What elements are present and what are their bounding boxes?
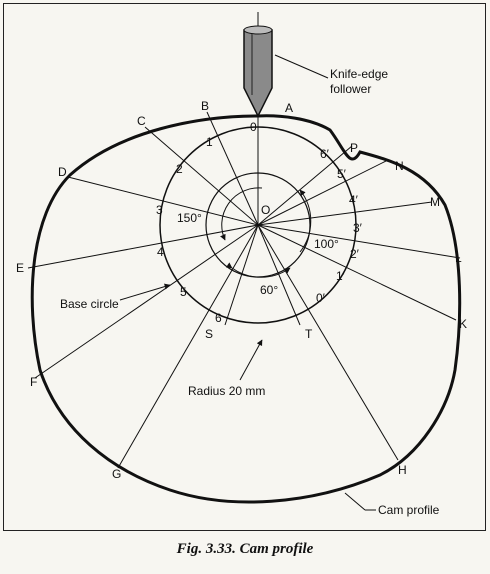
label-C: C bbox=[137, 114, 146, 128]
label-G: G bbox=[112, 467, 121, 481]
label-4-prime: 4′ bbox=[349, 193, 359, 207]
base-circle-leader bbox=[119, 283, 171, 301]
label-150: 150° bbox=[177, 211, 202, 225]
figure-caption: Fig. 3.33. Cam profile bbox=[176, 541, 314, 557]
label-cam-profile: Cam profile bbox=[378, 503, 440, 517]
label-L: L bbox=[455, 251, 462, 265]
label-1-prime: 1′ bbox=[336, 269, 346, 283]
label-6-prime: 6′ bbox=[320, 147, 330, 161]
label-4: 4 bbox=[157, 245, 164, 259]
label-60: 60° bbox=[260, 283, 278, 297]
label-F: F bbox=[30, 375, 37, 389]
arc-60 bbox=[225, 262, 291, 278]
label-follower: follower bbox=[330, 82, 371, 96]
label-H: H bbox=[398, 463, 407, 477]
label-E: E bbox=[16, 261, 24, 275]
label-base-circle: Base circle bbox=[60, 297, 119, 311]
label-D: D bbox=[58, 165, 67, 179]
cam-profile-leader bbox=[344, 492, 366, 511]
label-5-prime: 5′ bbox=[337, 167, 347, 181]
arc-150 bbox=[220, 187, 263, 241]
label-T: T bbox=[305, 327, 313, 341]
label-100: 100° bbox=[314, 237, 339, 251]
label-B: B bbox=[201, 99, 209, 113]
label-centre-O: O bbox=[261, 203, 270, 217]
label-S: S bbox=[205, 327, 213, 341]
label-3-prime: 3′ bbox=[353, 221, 363, 235]
follower-leader bbox=[274, 54, 329, 79]
label-3: 3 bbox=[156, 203, 163, 217]
label-A: A bbox=[285, 101, 293, 115]
knife-edge-follower bbox=[243, 12, 273, 118]
cam-profile-curve bbox=[30, 114, 462, 504]
label-P: P bbox=[350, 141, 358, 155]
label-6: 6 bbox=[215, 311, 222, 325]
label-N: N bbox=[395, 159, 404, 173]
label-0-prime: 0′ bbox=[316, 291, 326, 305]
label-radius: Radius 20 mm bbox=[188, 384, 265, 398]
label-0: 0 bbox=[250, 120, 257, 134]
label-2: 2 bbox=[176, 162, 183, 176]
label-5: 5 bbox=[180, 285, 187, 299]
label-K: K bbox=[459, 317, 467, 331]
label-2-prime: 2′ bbox=[350, 247, 360, 261]
label-M: M bbox=[430, 195, 440, 209]
arc-100 bbox=[299, 189, 312, 253]
label-knife-edge: Knife-edge bbox=[330, 67, 388, 81]
figure-frame bbox=[3, 3, 486, 531]
radius-leader bbox=[239, 339, 263, 381]
label-1: 1 bbox=[206, 135, 213, 149]
